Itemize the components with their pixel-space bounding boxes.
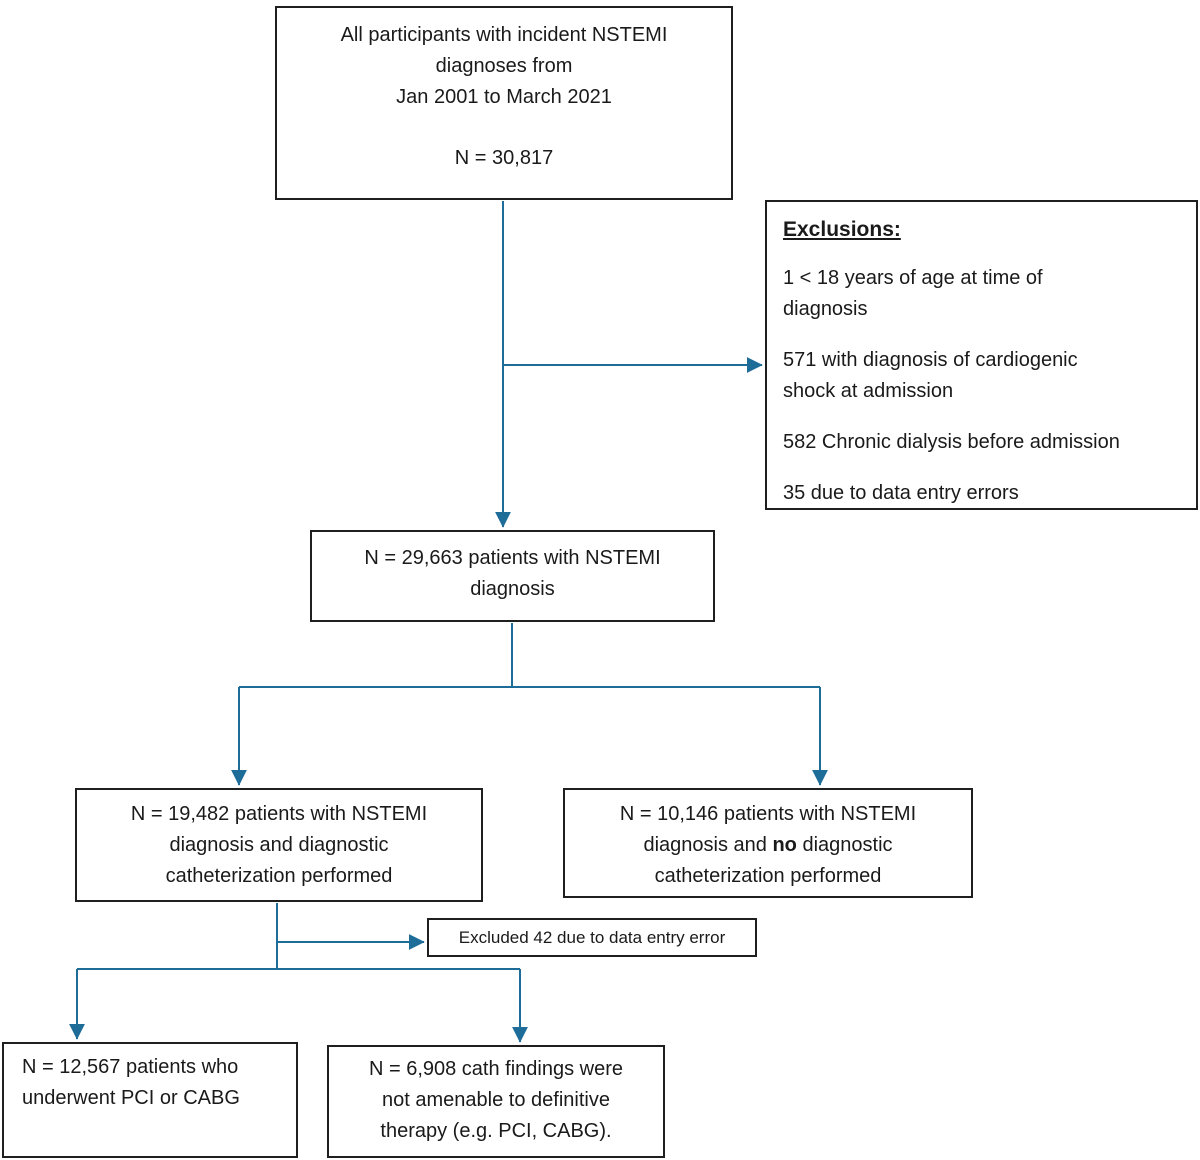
box-pci-or-cabg: N = 12,567 patients who underwent PCI or… — [2, 1042, 298, 1158]
exclusion-item-line: 582 Chronic dialysis before admission — [783, 431, 1120, 453]
box-text-bold-segment: no — [772, 834, 797, 856]
box-text-line: therapy (e.g. PCI, CABG). — [380, 1120, 612, 1142]
exclusion-item-line: 35 due to data entry errors — [783, 482, 1019, 504]
box-all-participants: All participants with incident NSTEMI di… — [275, 6, 733, 200]
box-text-line: diagnoses from — [435, 55, 573, 77]
exclusion-item: 35 due to data entry errors — [783, 478, 1180, 509]
box-text-line: underwent PCI or CABG — [22, 1087, 240, 1109]
box-diagnostic-catheterization: N = 19,482 patients with NSTEMI diagnosi… — [75, 788, 483, 902]
box-text-line: All participants with incident NSTEMI — [340, 24, 668, 46]
exclusion-item-line: diagnosis — [783, 298, 868, 320]
exclusion-item-line: 571 with diagnosis of cardiogenic — [783, 349, 1078, 371]
box-text-line: diagnosis and no diagnostic — [565, 830, 971, 861]
exclusion-item: 1 < 18 years of age at time of diagnosis — [783, 263, 1180, 325]
box-text-line: Jan 2001 to March 2021 — [396, 86, 612, 108]
exclusion-item-line: shock at admission — [783, 380, 954, 402]
box-text-line: catheterization performed — [654, 865, 882, 887]
exclusion-item: 571 with diagnosis of cardiogenic shock … — [783, 345, 1180, 407]
box-text-line: catheterization performed — [165, 865, 393, 887]
box-no-diagnostic-catheterization: N = 10,146 patients with NSTEMI diagnosi… — [563, 788, 973, 898]
exclusion-item-line: 1 < 18 years of age at time of — [783, 267, 1043, 289]
box-text-line: N = 29,663 patients with NSTEMI — [364, 547, 661, 569]
box-text-line: not amenable to definitive — [382, 1089, 610, 1111]
box-text-line: N = 19,482 patients with NSTEMI — [130, 803, 428, 825]
box-n-value: N = 30,817 — [454, 147, 554, 169]
exclusions-heading: Exclusions: — [783, 218, 901, 241]
box-excluded-data-entry-error: Excluded 42 due to data entry error — [427, 918, 757, 957]
box-not-amenable-to-therapy: N = 6,908 cath findings were not amenabl… — [327, 1045, 665, 1158]
box-text-line: N = 12,567 patients who — [22, 1056, 239, 1078]
box-text-line: N = 10,146 patients with NSTEMI — [619, 803, 917, 825]
box-text-segment: diagnostic — [796, 834, 893, 856]
box-text-line: N = 6,908 cath findings were — [368, 1058, 624, 1080]
box-text-line: diagnosis and diagnostic — [169, 834, 389, 856]
exclusion-item: 582 Chronic dialysis before admission — [783, 427, 1180, 458]
box-text-segment: diagnosis and — [643, 834, 773, 856]
box-exclusions: Exclusions: 1 < 18 years of age at time … — [765, 200, 1198, 510]
box-nstemi-diagnosis: N = 29,663 patients with NSTEMI diagnosi… — [310, 530, 715, 622]
box-text-line: Excluded 42 due to data entry error — [458, 928, 726, 947]
box-text-line: diagnosis — [470, 578, 555, 600]
